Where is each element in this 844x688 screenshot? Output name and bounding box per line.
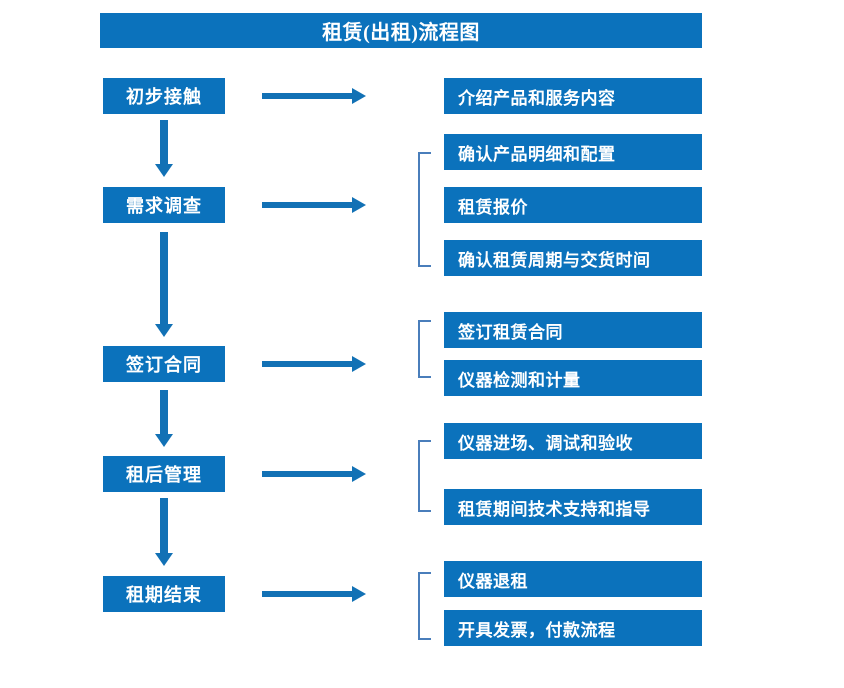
arrow-head: [155, 324, 173, 337]
stage-box-demand-survey[interactable]: 需求调查: [103, 187, 225, 223]
arrow-shaft: [262, 202, 354, 208]
detail-box-confirm-rental-period[interactable]: 确认租赁周期与交货时间: [444, 240, 702, 276]
detail-box-invoice-payment[interactable]: 开具发票，付款流程: [444, 610, 702, 646]
stage-box-initial-contact[interactable]: 初步接触: [103, 78, 225, 114]
horizontal-arrow-demand-survey: [262, 197, 366, 213]
detail-box-instrument-delivery[interactable]: 仪器进场、调试和验收: [444, 423, 702, 459]
horizontal-arrow-post-rental-management: [262, 466, 366, 482]
group-bracket-sign-contract: [418, 320, 431, 378]
arrow-shaft: [262, 591, 354, 597]
vertical-arrow-contact-to-survey: [155, 120, 173, 177]
arrow-shaft: [262, 471, 354, 477]
detail-box-instrument-return[interactable]: 仪器退租: [444, 561, 702, 597]
arrow-shaft: [160, 232, 168, 324]
detail-box-confirm-product-details[interactable]: 确认产品明细和配置: [444, 134, 702, 170]
stage-box-rental-end[interactable]: 租期结束: [103, 576, 225, 612]
arrow-head: [352, 586, 366, 602]
arrow-shaft: [160, 498, 168, 553]
detail-box-sign-rental-contract[interactable]: 签订租赁合同: [444, 312, 702, 348]
group-bracket-demand-survey: [418, 152, 431, 267]
arrow-head: [155, 553, 173, 566]
arrow-head: [352, 466, 366, 482]
detail-box-instrument-inspection[interactable]: 仪器检测和计量: [444, 360, 702, 396]
arrow-head: [352, 356, 366, 372]
arrow-head: [352, 197, 366, 213]
detail-box-introduce-products[interactable]: 介绍产品和服务内容: [444, 78, 702, 114]
horizontal-arrow-initial-contact: [262, 88, 366, 104]
vertical-arrow-management-to-end: [155, 498, 173, 566]
stage-box-post-rental-management[interactable]: 租后管理: [103, 456, 225, 492]
arrow-head: [352, 88, 366, 104]
horizontal-arrow-sign-contract: [262, 356, 366, 372]
arrow-head: [155, 434, 173, 447]
vertical-arrow-survey-to-contract: [155, 232, 173, 337]
stage-box-sign-contract[interactable]: 签订合同: [103, 346, 225, 382]
horizontal-arrow-rental-end: [262, 586, 366, 602]
chart-title: 租赁(出租)流程图: [100, 13, 702, 48]
detail-box-technical-support[interactable]: 租赁期间技术支持和指导: [444, 489, 702, 525]
arrow-head: [155, 164, 173, 177]
group-bracket-post-rental-management: [418, 440, 431, 512]
detail-box-rental-quotation[interactable]: 租赁报价: [444, 187, 702, 223]
arrow-shaft: [262, 361, 354, 367]
arrow-shaft: [262, 93, 354, 99]
arrow-shaft: [160, 120, 168, 164]
arrow-shaft: [160, 390, 168, 434]
vertical-arrow-contract-to-management: [155, 390, 173, 447]
group-bracket-rental-end: [418, 572, 431, 640]
